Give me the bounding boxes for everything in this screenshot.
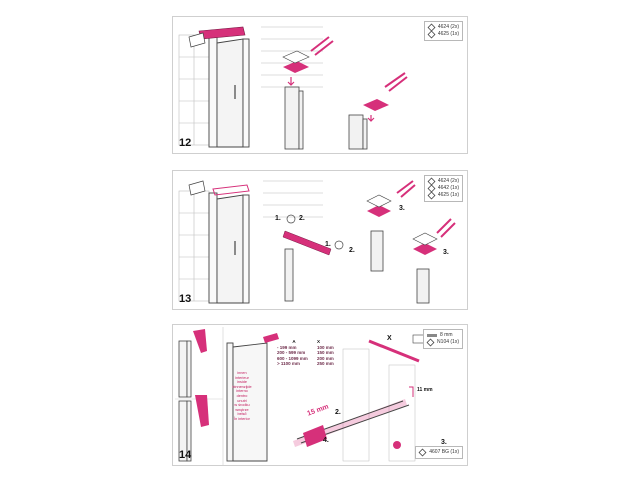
parts-box: 4624 (2x) 4625 (1x) [423, 21, 463, 41]
dimension-table: A X - 199 mm 100 mm 200 - 599 mm 150 mm 600… [277, 339, 334, 367]
step-label: 3. [443, 249, 449, 256]
step-label: 2. [349, 247, 355, 254]
step-label: 3. [399, 205, 405, 212]
step-number: 14 [179, 449, 192, 461]
parts-box: 4624 (2x) 4642 (1x) 4625 (1x) [423, 175, 463, 202]
parts-box-top: 8 mm N104 (1x) [423, 329, 463, 349]
part-icon [427, 30, 436, 39]
dimension-label-11mm: 11 mm [417, 387, 433, 393]
part-label: 4624 (2x) [437, 24, 459, 30]
table-cell: 100 mm [317, 344, 334, 350]
step-14-illustration [175, 327, 434, 465]
table-header-a: A [292, 339, 296, 344]
step-label: 3. [441, 439, 447, 446]
step-12-panel: 4624 (2x) 4625 (1x) 12 [172, 16, 468, 154]
table-cell: 200 mm [317, 355, 334, 361]
step-label: 1. [325, 241, 331, 248]
part-icon [418, 448, 427, 457]
step-label: 1. [275, 215, 281, 222]
step-number: 12 [179, 137, 192, 149]
step-12-illustration [178, 26, 408, 150]
table-header-x: X [317, 339, 321, 344]
table-cell: 250 mm [317, 361, 334, 367]
part-label: 4607 BG (1x) [429, 449, 459, 455]
table-cell: 200 - 599 mm [277, 350, 306, 356]
part-label: N104 (1x) [437, 339, 459, 345]
part-label: 4625 (1x) [437, 31, 459, 37]
screw-icon [427, 334, 438, 337]
part-icon [427, 191, 436, 200]
part-label: 8 mm [440, 332, 453, 338]
table-cell: - 199 mm [277, 344, 297, 350]
inside-word: interno [236, 389, 248, 394]
inside-word: innen [237, 371, 247, 375]
inside-word: w środku [234, 403, 250, 408]
part-label: 4624 (2x) [437, 178, 459, 184]
step-number: 13 [179, 293, 192, 305]
inside-word: interieur [235, 375, 249, 380]
part-label: 4625 (1x) [437, 192, 459, 198]
step-label: 2. [299, 215, 305, 222]
inside-labels: innen interieur inside binnenzijde inter… [225, 371, 259, 422]
part-icon [426, 338, 435, 347]
table-cell: 150 mm [317, 350, 334, 356]
table-cell: 600 - 1099 mm [277, 355, 308, 361]
inside-word: belső [237, 412, 247, 417]
inside-word: inside [237, 380, 247, 385]
inside-word: binnenzijde [232, 384, 252, 389]
step-label: 2. [335, 409, 341, 416]
step-label: 4. [323, 437, 329, 444]
inside-word: unutri [237, 398, 247, 403]
inside-word: wnętrze [235, 407, 249, 412]
step-13-illustration [178, 180, 456, 304]
table-cell: > 1100 mm [277, 361, 300, 367]
step-14-panel: 8 mm N104 (1x) 4607 BG (1x) A X - 199 mm 1… [172, 324, 468, 466]
parts-box-bottom: 4607 BG (1x) [415, 446, 463, 459]
step-13-panel: 4624 (2x) 4642 (1x) 4625 (1x) 1. 2. 1. 2… [172, 170, 468, 310]
dimension-label-a: A [269, 335, 275, 342]
dimension-label-x: X [387, 335, 392, 342]
inside-word: dentro [236, 393, 248, 398]
inside-word: În interior [234, 416, 250, 421]
part-label: 4642 (1x) [437, 185, 459, 191]
